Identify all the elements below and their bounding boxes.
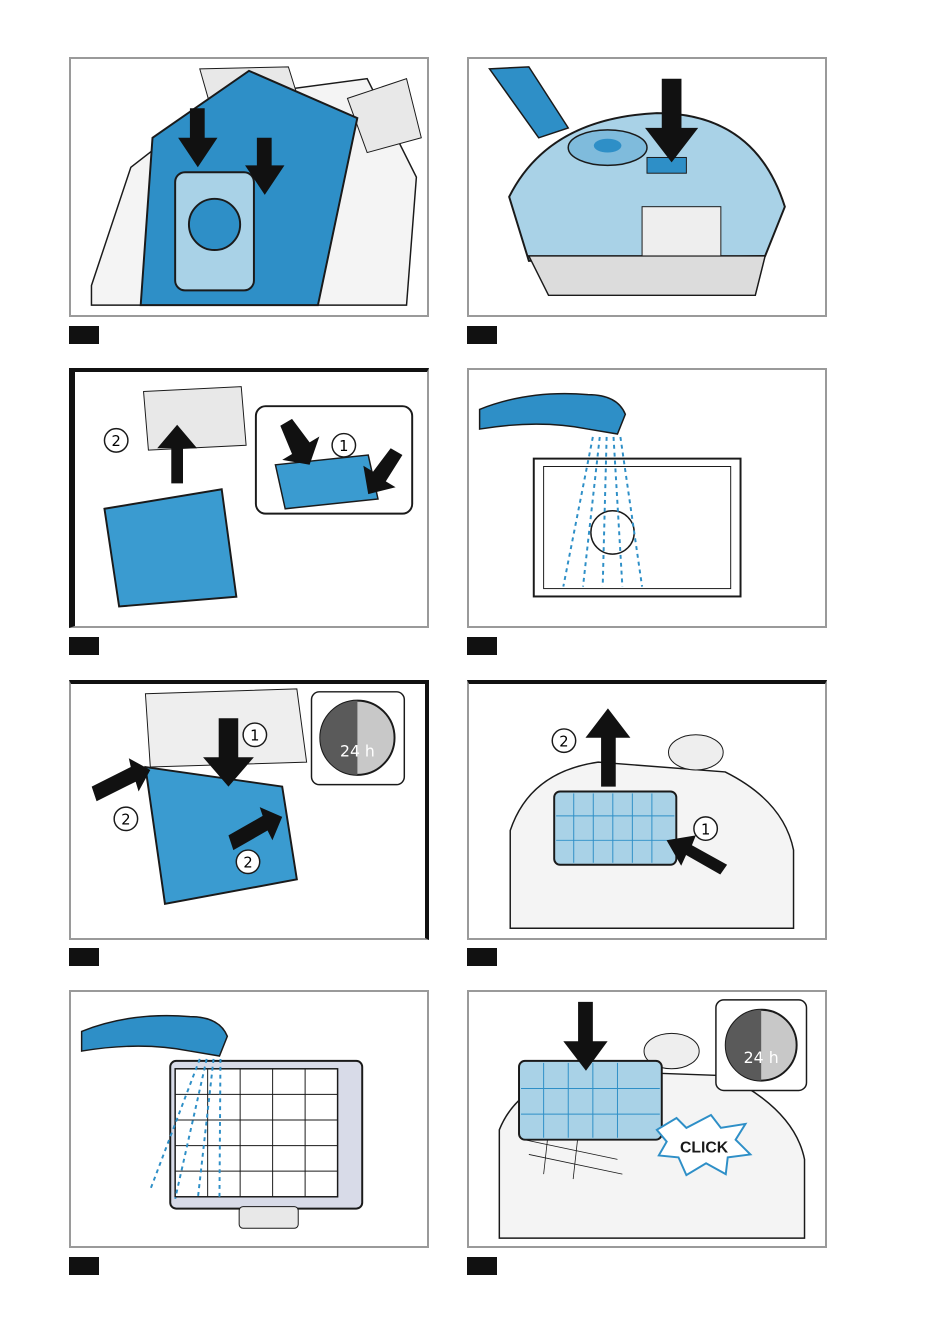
step-tag: [69, 326, 99, 344]
step-callout-1: 1: [339, 438, 348, 455]
rinse-exhaust-filter-illustration: [71, 992, 427, 1246]
step-callout-2: 2: [121, 812, 130, 829]
step-tag: [467, 637, 497, 655]
svg-text:24 h: 24 h: [340, 741, 375, 760]
dry-24h-badge: 24 h: [716, 1000, 807, 1091]
panel-motor-filter-removal: 2 1: [69, 368, 429, 628]
exhaust-filter-insert-illustration: CLICK 24 h: [469, 992, 825, 1246]
step-tag: [467, 948, 497, 966]
step-tag: [69, 948, 99, 966]
motor-filter-insert-illustration: 1 2 2 24 h: [71, 684, 425, 938]
rinse-motor-filter-illustration: [469, 370, 825, 626]
panel-motor-filter-insert: 1 2 2 24 h: [69, 680, 429, 940]
faucet-icon: [480, 394, 626, 434]
step-callout-2: 2: [112, 433, 121, 450]
step-callout-1: 1: [250, 728, 259, 745]
step-tag: [467, 1257, 497, 1275]
panel-lid-release: [467, 57, 827, 317]
click-label: CLICK: [680, 1139, 729, 1156]
panel-rinse-exhaust-filter: [69, 990, 429, 1248]
panel-rinse-motor-filter: [467, 368, 827, 628]
step-callout-2: 2: [243, 855, 252, 872]
panel-dust-bag: [69, 57, 429, 317]
step-callout-1: 1: [701, 821, 710, 838]
step-tag: [69, 637, 99, 655]
faucet-icon: [82, 1016, 228, 1056]
svg-text:24 h: 24 h: [744, 1048, 779, 1067]
arrow-right-icon: [92, 758, 151, 801]
panel-exhaust-filter-removal: 2 1: [467, 680, 827, 940]
panel-exhaust-filter-insert: CLICK 24 h: [467, 990, 827, 1248]
dry-24h-badge: 24 h: [312, 692, 405, 785]
exhaust-filter-removal-illustration: 2 1: [469, 684, 825, 938]
step-callout-2: 2: [559, 734, 568, 751]
dust-bag-illustration: [71, 59, 427, 315]
step-tag: [467, 326, 497, 344]
motor-filter-removal-illustration: 2 1: [75, 372, 427, 626]
lid-release-illustration: [469, 59, 825, 315]
step-tag: [69, 1257, 99, 1275]
